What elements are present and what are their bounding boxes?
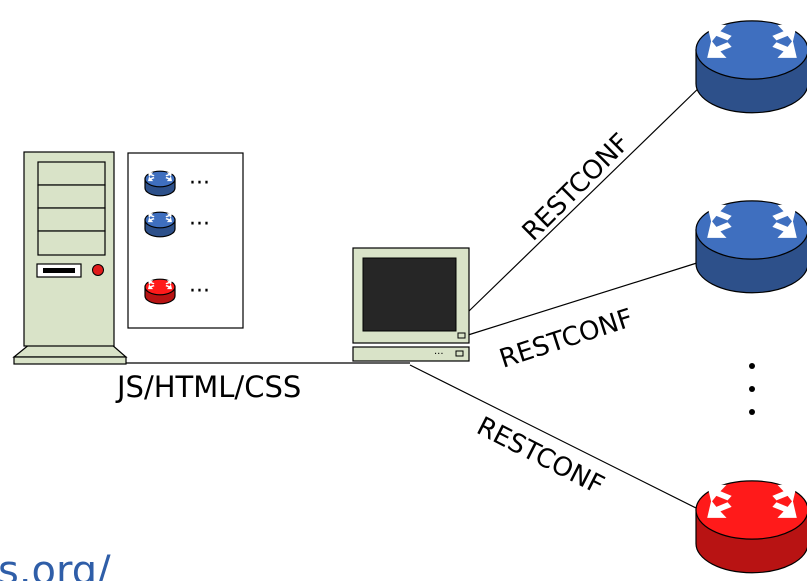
device-list-ellipsis: ··· (189, 212, 210, 237)
link-pc-router-middle (467, 261, 701, 336)
link-pc-router-top (467, 81, 706, 313)
device-list-item: ··· (144, 170, 210, 197)
device-list-item: ··· (144, 278, 210, 305)
connection-lines (120, 81, 706, 511)
device-router-icon (144, 170, 176, 197)
link-pc-router-bottom (409, 364, 701, 511)
device-list-ellipsis: ··· (189, 171, 210, 196)
label-restconf-middle: RESTCONF (496, 303, 637, 374)
router-top-icon (695, 20, 807, 114)
server-power-led (92, 264, 104, 276)
svg-text:···: ··· (434, 349, 444, 360)
monitor-screen (362, 257, 457, 332)
label-web-link: JS/HTML/CSS (115, 370, 301, 404)
label-restconf-top: RESTCONF (517, 128, 636, 247)
device-list-item: ··· (144, 211, 210, 238)
server-icon (12, 151, 128, 365)
device-router-icon (144, 278, 176, 305)
more-routers-ellipsis (749, 363, 755, 415)
device-list-ellipsis: ··· (189, 279, 210, 304)
router-middle-icon (695, 200, 807, 294)
router-bottom-icon (695, 480, 807, 574)
device-router-icon (144, 211, 176, 238)
label-restconf-bottom: RESTCONF (472, 412, 609, 502)
workstation-icon: ··· (352, 247, 470, 362)
url-fragment[interactable]: s.org/ (0, 548, 111, 581)
